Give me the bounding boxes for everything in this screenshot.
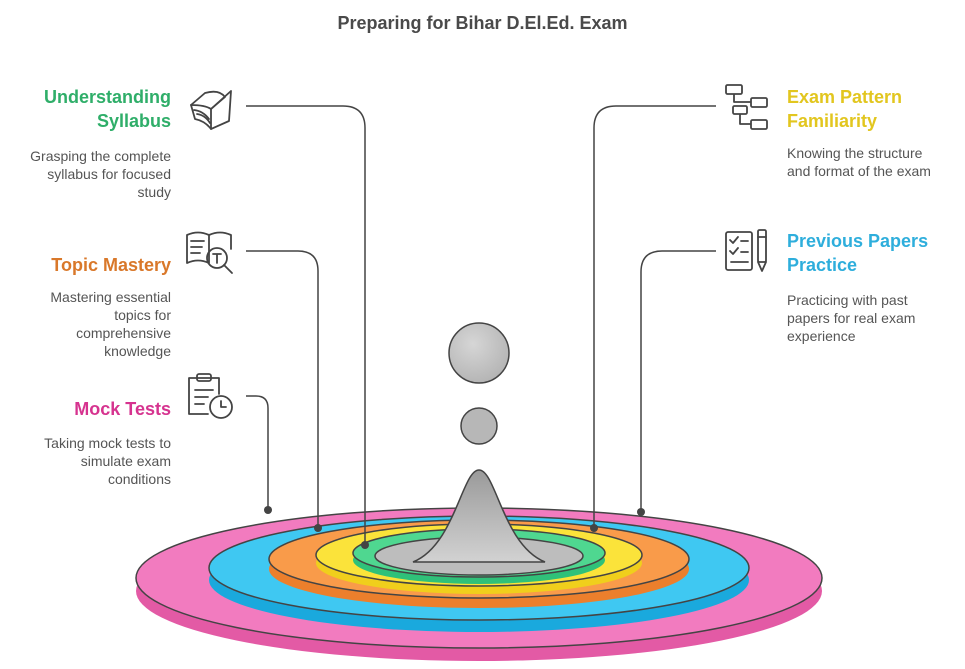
clipboard-clock-icon <box>188 373 233 419</box>
connector-exam-pattern <box>593 105 716 528</box>
desc-exam-pattern: Knowing the structure and format of the … <box>787 144 931 180</box>
connectors <box>246 105 716 545</box>
page-title: Preparing for Bihar D.El.Ed. Exam <box>337 13 628 33</box>
dot-exam-pattern <box>590 524 598 532</box>
connector-mock-tests <box>246 395 269 510</box>
heading-line: Familiarity <box>787 111 878 131</box>
desc-line: topics for <box>114 307 171 323</box>
heading-mock-tests: Mock Tests <box>74 399 171 419</box>
desc-previous-papers: Practicing with past papers for real exa… <box>787 291 915 345</box>
desc-line: Mastering essential <box>50 289 171 305</box>
heading-line: Syllabus <box>96 111 171 131</box>
desc-line: knowledge <box>104 343 171 359</box>
desc-understanding-syllabus: Grasping the complete syllabus for focus… <box>30 147 171 201</box>
desc-line: Grasping the complete <box>30 148 171 164</box>
desc-line: Practicing with past <box>787 292 908 308</box>
desc-line: syllabus for focused <box>47 166 171 182</box>
connector-topic-mastery <box>246 250 319 528</box>
hierarchy-icon <box>725 84 768 130</box>
heading-previous-papers: Previous Papers Practice <box>787 229 928 277</box>
desc-line: papers for real exam <box>787 310 916 326</box>
connector-dots <box>264 506 645 549</box>
desc-line: conditions <box>107 471 171 487</box>
connector-previous-papers <box>640 250 716 512</box>
book-magnifier-icon <box>186 231 233 274</box>
desc-line: and format of the exam <box>787 163 931 179</box>
heading-line: Exam Pattern <box>787 87 903 107</box>
drop-large <box>448 322 510 384</box>
desc-line: Knowing the structure <box>787 145 923 161</box>
heading-line: Previous Papers <box>787 231 929 251</box>
checklist-pen-icon <box>725 229 767 272</box>
dot-understanding-syllabus <box>361 541 369 549</box>
connector-understanding-syllabus <box>246 105 366 545</box>
dot-topic-mastery <box>314 524 322 532</box>
desc-mock-tests: Taking mock tests to simulate exam condi… <box>44 434 171 488</box>
splash-peak <box>412 469 546 563</box>
desc-topic-mastery: Mastering essential topics for comprehen… <box>50 288 171 360</box>
heading-line: Practice <box>787 255 858 275</box>
desc-line: Taking mock tests to <box>44 435 171 451</box>
open-book-icon <box>190 90 232 130</box>
heading-exam-pattern: Exam Pattern Familiarity <box>787 85 902 133</box>
heading-line: Understanding <box>43 87 171 107</box>
drop-small <box>460 407 498 445</box>
desc-line: simulate exam <box>80 453 171 469</box>
desc-line: comprehensive <box>76 325 171 341</box>
heading-understanding-syllabus: Understanding Syllabus <box>44 85 171 133</box>
dot-previous-papers <box>637 508 645 516</box>
desc-line: study <box>137 184 171 200</box>
dot-mock-tests <box>264 506 272 514</box>
desc-line: experience <box>787 328 856 344</box>
heading-topic-mastery: Topic Mastery <box>51 255 171 275</box>
